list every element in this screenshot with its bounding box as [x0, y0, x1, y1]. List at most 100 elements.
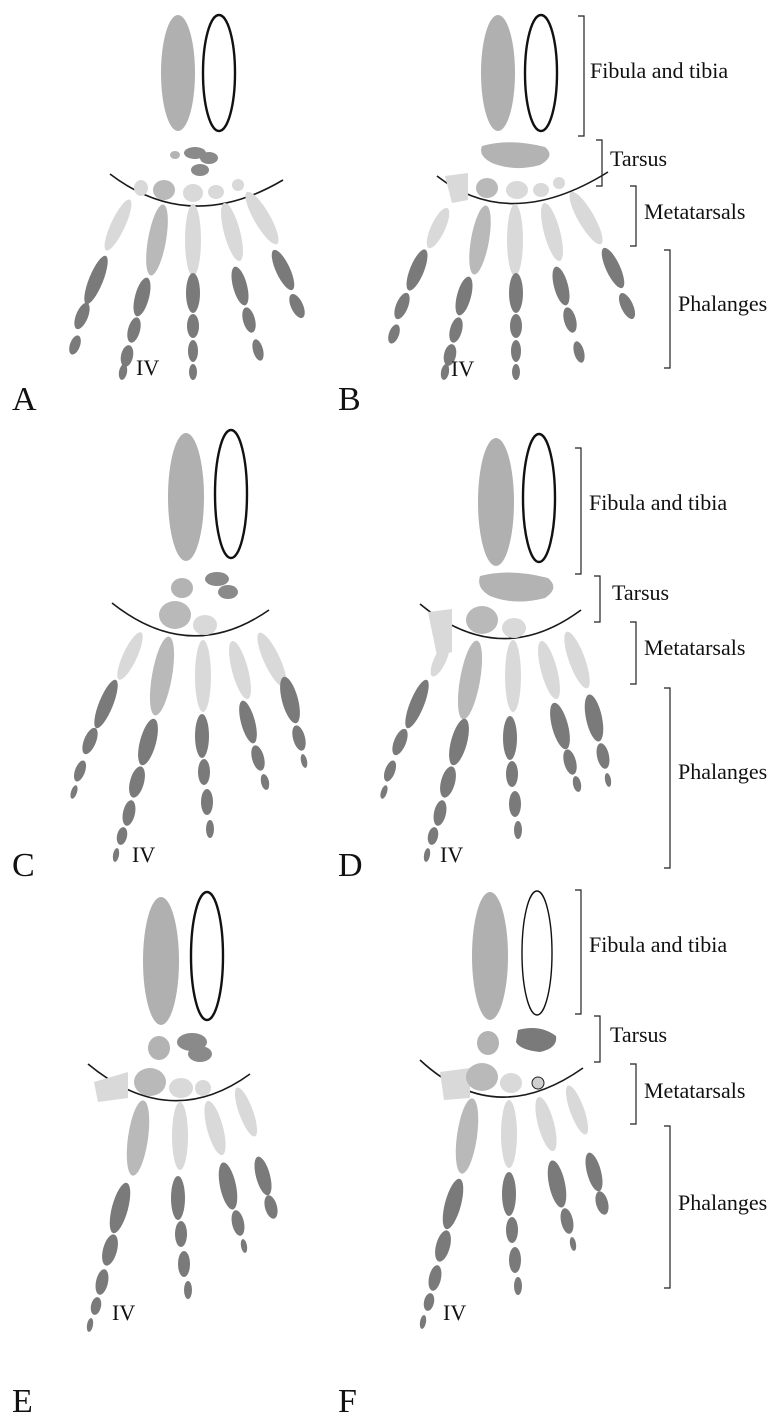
phalanx: [188, 340, 198, 362]
label-fibula-tibia: Fibula and tibia: [589, 932, 727, 957]
phalanx: [431, 799, 448, 827]
distal-tarsal: [159, 601, 191, 629]
phalanx: [125, 316, 143, 344]
phalanx: [506, 761, 518, 787]
panel-f: IV F Fibula and tibia Tarsus Metatarsals…: [338, 890, 767, 1420]
phalanx: [426, 1264, 443, 1292]
panel-a: IV A: [12, 15, 308, 418]
bracket-fibula-tibia: [578, 16, 584, 136]
fused-tarsal: [481, 142, 549, 168]
phalanx: [72, 759, 89, 783]
phalanx: [561, 748, 579, 776]
phalanx: [79, 726, 101, 756]
phalanx: [90, 677, 122, 730]
phalanx: [189, 364, 197, 380]
bracket-metatarsals: [630, 1064, 636, 1124]
fibula: [143, 897, 179, 1025]
phalanx: [511, 340, 521, 362]
phalanx: [262, 1194, 280, 1220]
distal-tarsal: [94, 1072, 128, 1102]
phalanx: [186, 273, 200, 313]
phalanx: [432, 1229, 454, 1264]
phalanx: [569, 1237, 577, 1252]
tibia: [215, 430, 247, 558]
bracket-tarsus: [594, 576, 600, 622]
phalanx: [389, 727, 411, 757]
phalanx: [546, 701, 574, 752]
phalanx: [514, 1277, 522, 1295]
distal-tarsal: [466, 606, 498, 634]
phalanx: [437, 765, 459, 800]
phalanx: [439, 1177, 468, 1231]
phalanx: [422, 1292, 436, 1312]
phalanx: [251, 1155, 275, 1197]
small-ossicle: [532, 1077, 544, 1089]
phalanx: [503, 716, 517, 760]
tarsal-bone: [191, 164, 209, 176]
metatarsals: [113, 629, 292, 717]
metatarsal: [113, 629, 148, 682]
phalanx: [112, 848, 120, 863]
phalanx: [229, 1209, 246, 1237]
panel-d: IV D Fibula and tibia Tarsus Metatarsals…: [338, 434, 767, 884]
phalanx: [215, 1161, 241, 1211]
panel-e: IV E: [12, 892, 280, 1420]
distal-tarsal: [134, 1068, 166, 1096]
phalanx: [502, 1172, 516, 1216]
metatarsal: [172, 1102, 188, 1170]
phalanx: [198, 759, 210, 785]
phalanx: [510, 314, 522, 338]
metatarsal: [564, 188, 608, 248]
tarsal-bone: [477, 1031, 499, 1055]
phalanx: [604, 773, 612, 788]
tarsal-bone: [200, 152, 218, 164]
metatarsal: [217, 201, 248, 263]
phalanx: [175, 1221, 187, 1247]
tarsal-bone: [188, 1046, 212, 1062]
phalanx: [571, 340, 586, 364]
distal-tarsal: [195, 1080, 211, 1096]
phalanx: [126, 765, 148, 800]
phalanx: [178, 1251, 190, 1277]
distal-tarsals: [159, 601, 217, 635]
tarsal-bones: [171, 572, 238, 599]
fibula: [161, 15, 195, 131]
phalanx: [267, 247, 298, 293]
phalanx: [106, 1181, 135, 1235]
panel-letter: D: [338, 847, 363, 884]
distal-tarsal: [169, 1078, 193, 1098]
phalanx: [80, 253, 112, 306]
fibula: [168, 433, 204, 561]
bracket-metatarsals: [630, 622, 636, 684]
metatarsal: [501, 1100, 517, 1168]
bracket-phalanges: [664, 250, 670, 368]
bracket-phalanges: [664, 688, 670, 868]
label-fibula-tibia: Fibula and tibia: [590, 58, 728, 83]
phalanx: [582, 1151, 606, 1193]
phalanx: [171, 1176, 185, 1220]
metatarsal: [195, 640, 211, 712]
tarsal-bone: [516, 1028, 556, 1052]
metatarsal: [123, 1099, 153, 1177]
phalanx: [71, 301, 93, 331]
phalanx: [452, 275, 476, 317]
tibia: [203, 15, 235, 131]
label-metatarsals: Metatarsals: [644, 199, 745, 224]
metatarsal: [452, 1097, 482, 1175]
phalanx: [134, 717, 162, 768]
phalanx: [195, 714, 209, 758]
phalanx: [514, 821, 522, 839]
distal-tarsal: [502, 618, 526, 638]
metatarsals: [422, 188, 608, 276]
phalanx: [593, 1190, 611, 1216]
tarsal-bone: [148, 1036, 170, 1060]
phalanx: [594, 742, 611, 770]
distal-tarsals: [134, 179, 244, 202]
digit-iv-label: IV: [440, 842, 463, 867]
digit-iv-label: IV: [136, 355, 159, 380]
panel-letter: B: [338, 381, 361, 418]
label-phalanges: Phalanges: [678, 759, 767, 784]
distal-tarsal: [533, 183, 549, 197]
metatarsal: [422, 205, 453, 251]
metatarsal: [142, 203, 172, 277]
